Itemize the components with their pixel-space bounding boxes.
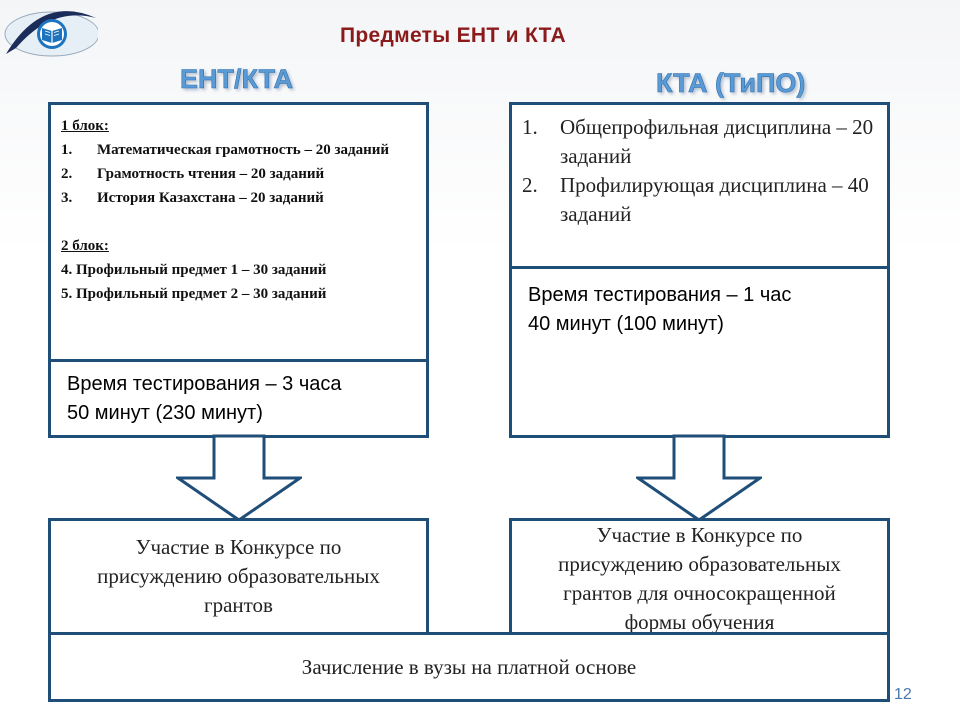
down-arrow-icon	[636, 434, 762, 522]
ent-kta-heading: ЕНТ/КТА	[180, 64, 294, 95]
slide-title: Предметы ЕНТ и КТА	[340, 24, 566, 47]
list-item: 5. Профильный предмет 2 – 30 заданий	[61, 286, 327, 302]
kta-grant-contest-box: Участие в Конкурсе по присуждению образо…	[509, 518, 890, 635]
ent-grant-contest-box: Участие в Конкурсе по присуждению образо…	[48, 518, 429, 635]
list-item: 2. Грамотность чтения – 20 заданий	[61, 166, 325, 182]
kta-grant-contest-text: Участие в Конкурсе по присуждению образо…	[558, 523, 841, 634]
kta-subjects-box: 1. Общепрофильная дисциплина – 20 задани…	[509, 102, 890, 269]
kta-time-box: Время тестирования – 1 час 40 минут (100…	[509, 266, 890, 438]
page-number: 12	[894, 686, 912, 703]
paid-enrollment-box: Зачисление в вузы на платной основе	[48, 632, 890, 702]
book-logo-icon	[4, 11, 98, 57]
kta-time-line-1: Время тестирования – 1 час	[528, 284, 792, 306]
list-item: 4. Профильный предмет 1 – 30 заданий	[61, 262, 327, 278]
ent-subjects-list: 1 блок: 1. Математическая грамотность – …	[61, 114, 416, 306]
list-item: 1. Математическая грамотность – 20 задан…	[61, 142, 390, 158]
ent-time-box: Время тестирования – 3 часа 50 минут (23…	[48, 359, 429, 438]
list-item: 3. История Казахстана – 20 заданий	[61, 190, 324, 206]
block2-label: 2 блок:	[61, 238, 109, 254]
ent-time-line-2: 50 минут (230 минут)	[67, 402, 263, 424]
block1-label: 1 блок:	[61, 118, 109, 134]
ent-grant-contest-text: Участие в Конкурсе по присуждению образо…	[97, 535, 380, 617]
kta-time-line-2: 40 минут (100 минут)	[528, 313, 724, 335]
paid-enrollment-text: Зачисление в вузы на платной основе	[301, 654, 637, 679]
list-item: 1. Общепрофильная дисциплина – 20 задани…	[522, 115, 874, 168]
kta-tipo-heading: КТА (ТиПО)	[656, 68, 806, 99]
list-item: 2. Профилирующая дисциплина – 40 заданий	[522, 173, 869, 226]
ent-time-line-1: Время тестирования – 3 часа	[67, 373, 342, 395]
ent-subjects-box: 1 блок: 1. Математическая грамотность – …	[48, 102, 429, 362]
down-arrow-icon	[176, 434, 302, 522]
kta-subjects-list: 1. Общепрофильная дисциплина – 20 задани…	[522, 113, 877, 229]
